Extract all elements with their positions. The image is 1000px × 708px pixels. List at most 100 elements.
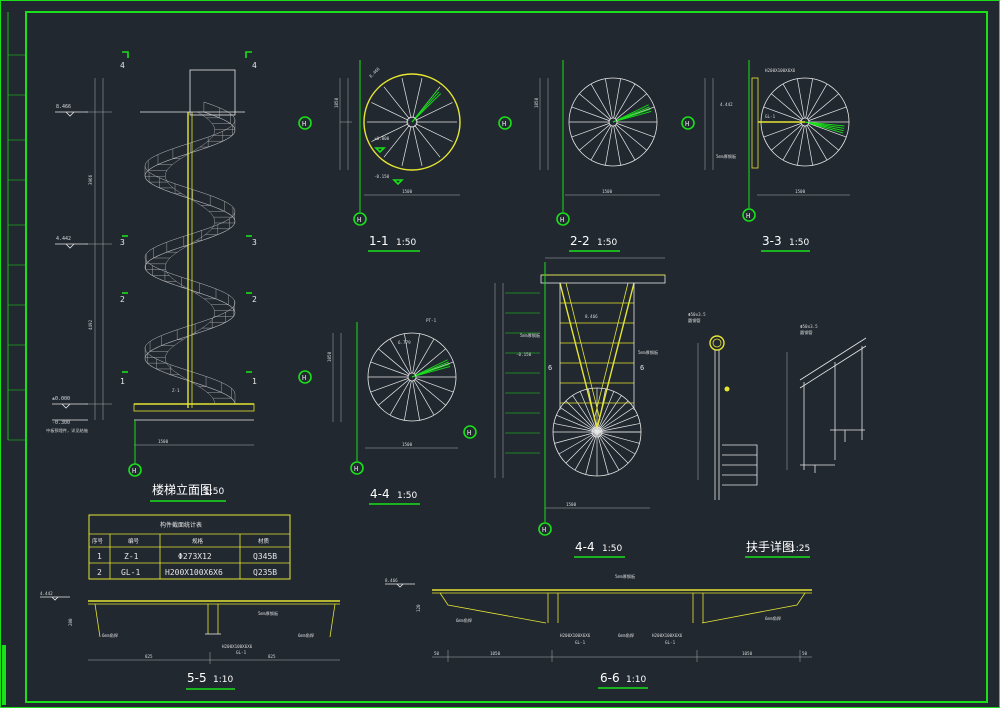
drawing-line <box>214 115 220 119</box>
drawing-line <box>203 207 207 210</box>
s11-title: 1-1 <box>369 234 389 248</box>
drawing-line <box>230 123 233 126</box>
drawing-line <box>145 251 149 255</box>
drawing-line <box>213 400 215 403</box>
drawing-line <box>233 222 236 226</box>
drawing-line <box>157 253 163 257</box>
drawing-line <box>217 323 222 327</box>
drawing-line <box>212 316 215 319</box>
drawing-line <box>227 121 231 124</box>
drawing-line <box>209 137 213 140</box>
drawing-line <box>226 127 230 130</box>
drawing-line <box>207 236 213 239</box>
drawing-line <box>164 189 170 193</box>
drawing-line <box>220 290 225 293</box>
drawing-line <box>596 414 638 433</box>
s33-title: 3-3 <box>762 234 782 248</box>
drawing-line <box>211 135 214 138</box>
hand-dia-1: Φ50x3.5 <box>688 312 706 317</box>
drawing-line <box>596 431 629 464</box>
s66-weld-l: 6mm角焊 <box>456 617 473 624</box>
drawing-line <box>177 246 184 249</box>
drawing-line <box>615 124 647 151</box>
drawing-line <box>225 394 229 397</box>
drawing-line <box>201 296 205 300</box>
drawing-line <box>401 78 412 119</box>
drawing-line <box>205 284 211 288</box>
drawing-line <box>225 320 230 323</box>
drawing-line <box>166 271 168 274</box>
drawing-line <box>211 378 217 381</box>
drawing-line <box>178 154 185 158</box>
drawing-line <box>211 318 214 321</box>
drawing-line <box>232 125 235 128</box>
drawing-line <box>227 212 231 216</box>
drawing-line <box>213 125 215 128</box>
drawing-line <box>148 181 153 185</box>
s66-weld-r: 6mm角焊 <box>765 615 782 622</box>
drawing-line <box>179 374 183 377</box>
s33-plate: 5mm厚钢板 <box>716 153 737 160</box>
elevation-scale: 1:50 <box>204 487 224 497</box>
drawing-line <box>212 215 214 218</box>
elevation-dim-upper: 3966 <box>88 174 93 185</box>
drawing-line <box>195 230 202 233</box>
drawing-line <box>219 117 224 121</box>
plan-4-4-a: 1050 1500 PT-1 6.779 H H 4-4 1:50 <box>298 318 458 505</box>
drawing-line <box>172 238 178 241</box>
drawing-line <box>202 146 209 150</box>
drawing-line <box>147 259 151 263</box>
drawing-line <box>205 376 212 379</box>
drawing-line <box>171 345 175 348</box>
drawing-line <box>150 257 154 261</box>
plan-2-2: 1050 1500 H H 2-2 1:50 <box>498 60 660 252</box>
drawing-line <box>165 269 167 272</box>
drawing-line <box>213 314 215 317</box>
drawing-line <box>216 390 222 393</box>
s33-width: 1500 <box>795 189 806 194</box>
drawing-line <box>153 337 158 340</box>
drawing-line <box>171 253 175 257</box>
drawing-line <box>165 372 171 376</box>
drawing-line <box>174 343 178 346</box>
s66-weld-m: 6mm角焊 <box>618 632 635 639</box>
drawing-line <box>371 123 409 142</box>
drawing-line <box>192 199 199 202</box>
drawing-line <box>596 400 629 433</box>
drawing-line <box>177 337 184 341</box>
drawing-line <box>213 222 215 225</box>
drawing-line <box>378 348 410 375</box>
drawing-line <box>198 201 205 204</box>
drawing-line <box>565 431 598 464</box>
drawing-line <box>213 132 219 136</box>
s66-beam-l: H200X100X6X6 <box>560 633 591 638</box>
drawing-line <box>231 387 234 391</box>
drawing-line <box>199 282 206 286</box>
section-mark-3-left: 3 <box>120 238 125 247</box>
s66-level: 8.466 <box>385 578 398 583</box>
drawing-line <box>195 240 202 243</box>
drawing-line <box>150 156 155 159</box>
drawing-line <box>596 423 641 433</box>
drawing-line <box>166 331 172 334</box>
drawing-line <box>183 154 188 157</box>
s44b-level-mid: -0.150 <box>516 352 532 357</box>
drawing-line <box>412 333 420 374</box>
axis-h-11: H <box>302 120 306 128</box>
s44b-plate: 5mm厚钢板 <box>520 332 541 339</box>
drawing-line <box>579 124 611 151</box>
table-header-3: 材质 <box>258 537 270 545</box>
drawing-line <box>194 201 199 204</box>
drawing-line <box>612 111 652 123</box>
s44a-pt: PT-1 <box>426 318 437 323</box>
drawing-line <box>222 220 227 223</box>
drawing-line <box>144 345 147 348</box>
drawing-line <box>232 298 235 301</box>
drawing-line <box>196 148 203 152</box>
drawing-line <box>593 282 629 421</box>
drawing-line <box>193 240 197 243</box>
drawing-line <box>173 370 177 374</box>
drawing-line <box>206 209 209 212</box>
drawing-line <box>596 282 635 429</box>
table-header-1: 编号 <box>128 537 140 545</box>
